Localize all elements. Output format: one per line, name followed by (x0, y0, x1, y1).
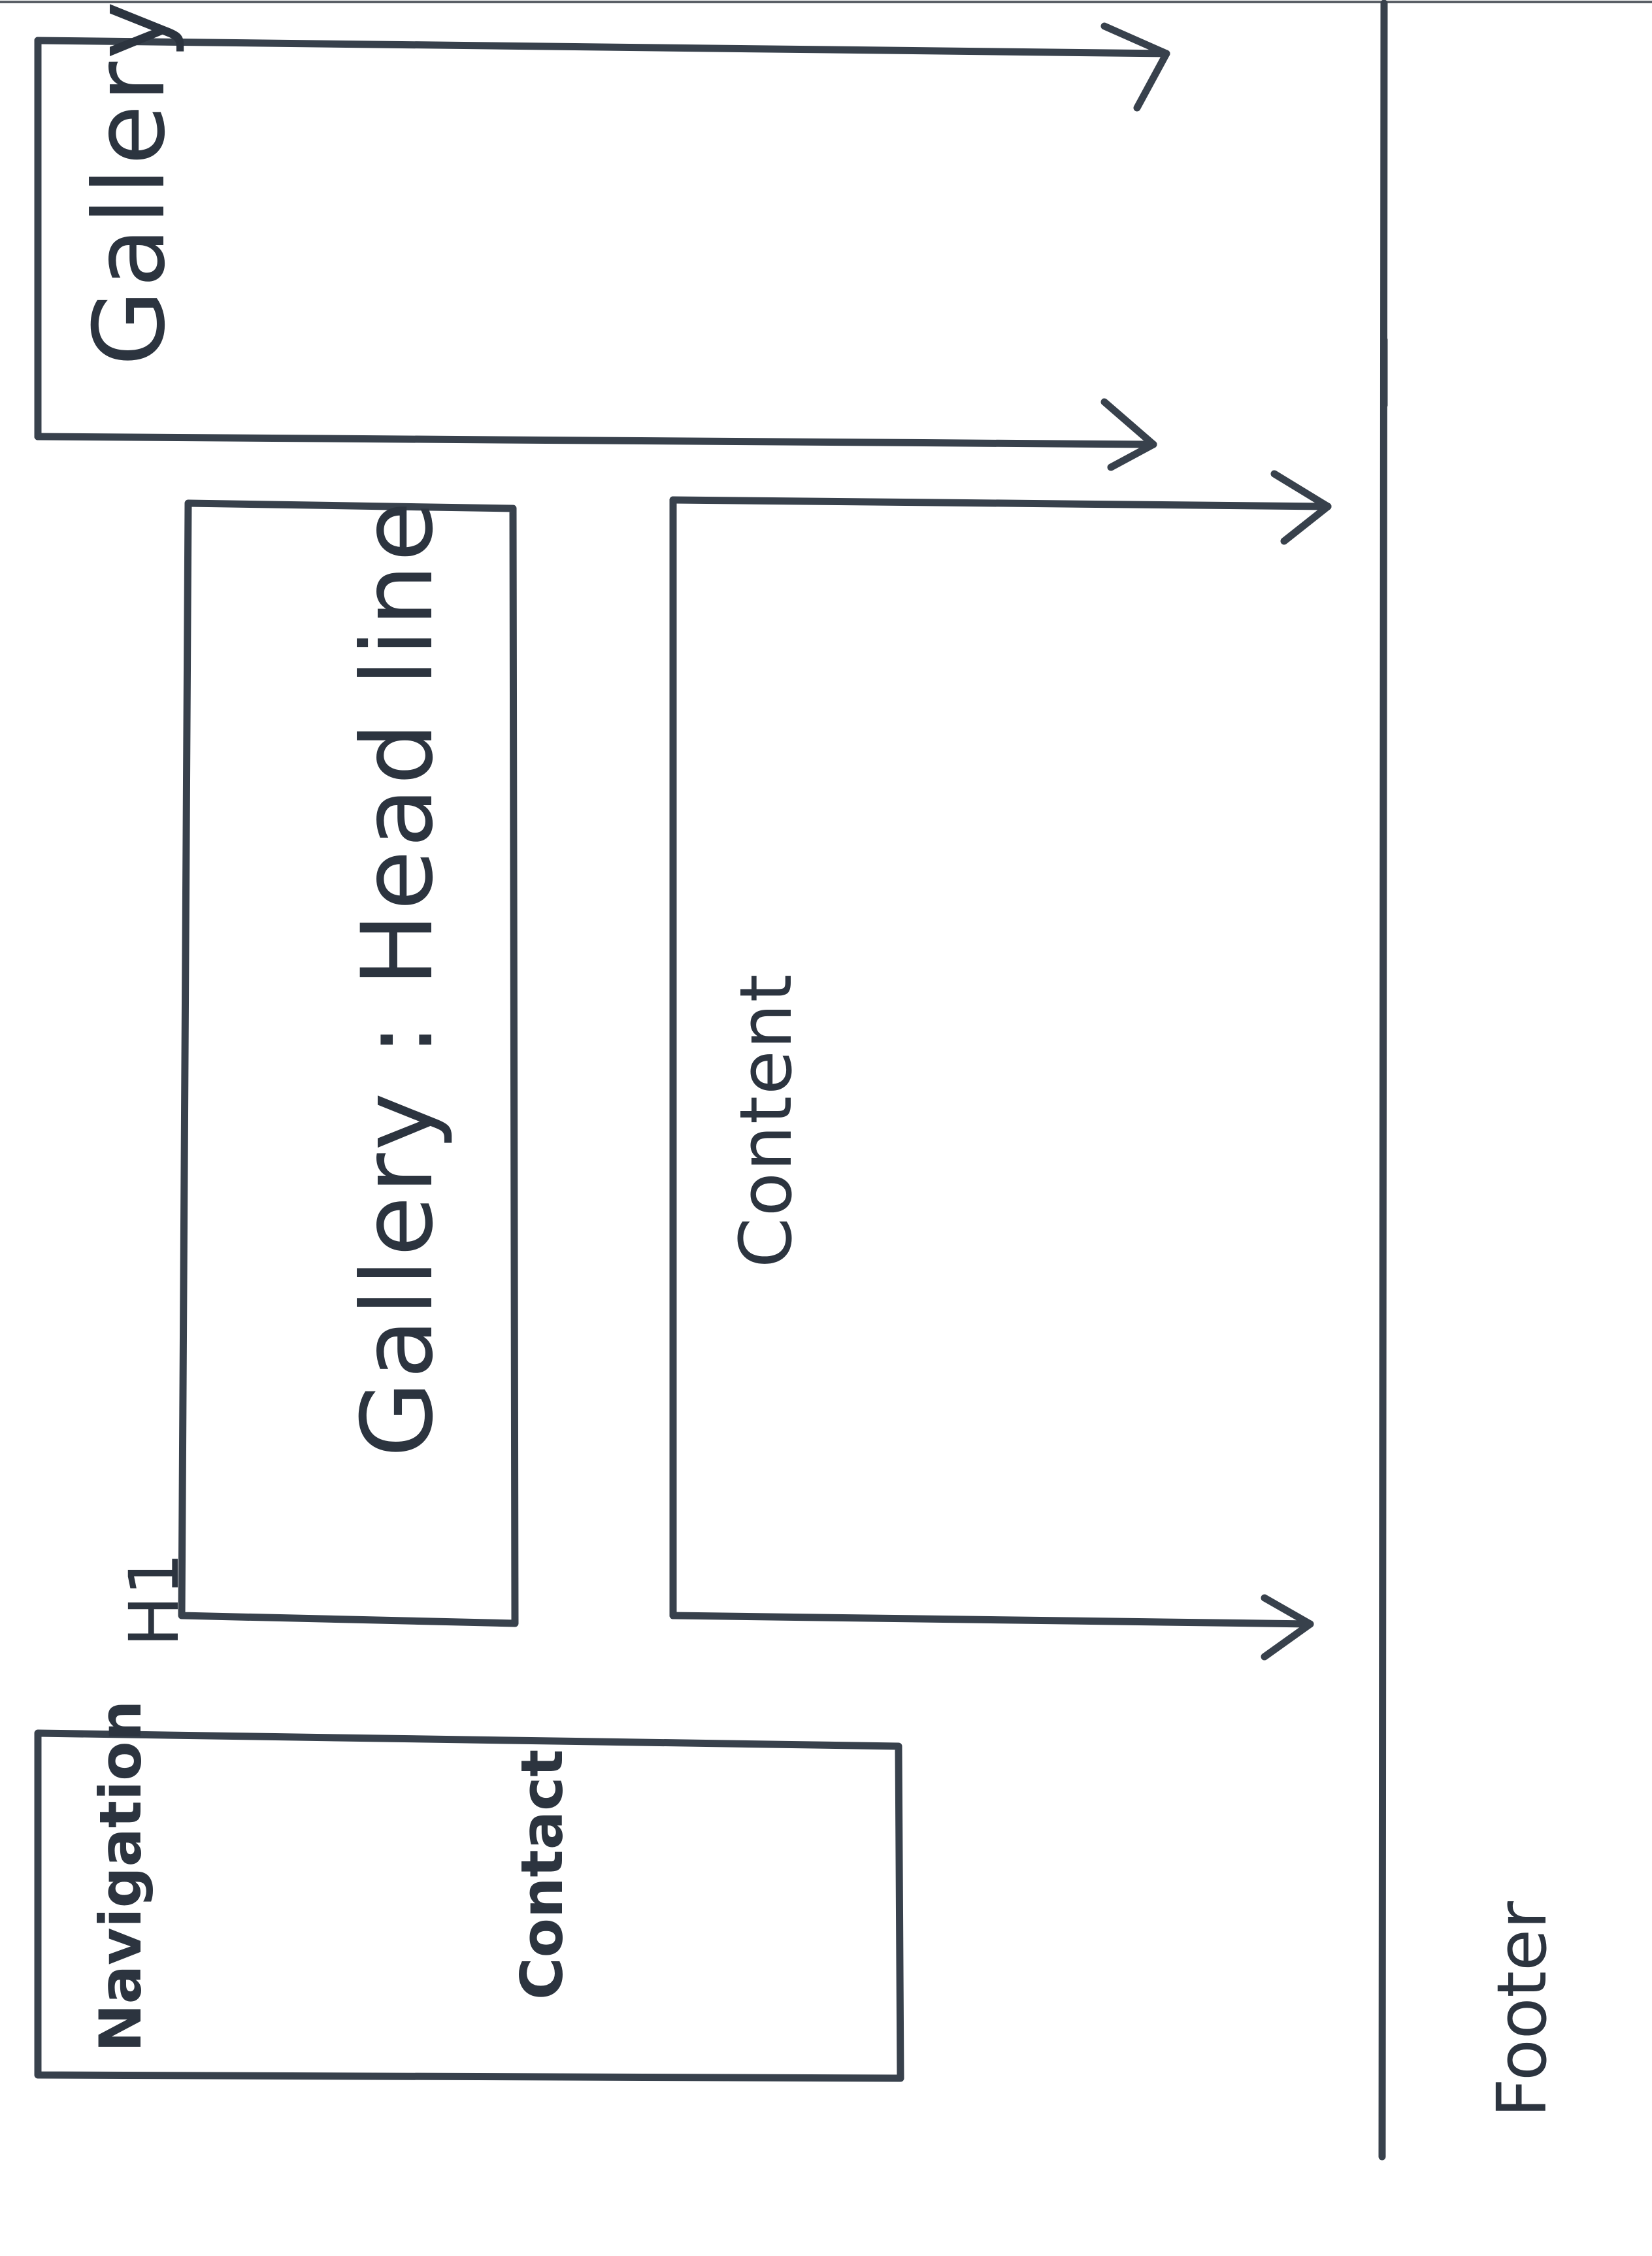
headline-box (178, 499, 519, 1627)
content-top-arrow-line (669, 496, 1332, 510)
content-bottom-arrowhead (1261, 1594, 1314, 1661)
footer-label: Footer (1482, 1901, 1562, 2117)
headline-block: Gallery : Head line H1 (114, 499, 519, 1647)
contact-label: Contact (508, 1750, 576, 2000)
gallery-top-arrow-line (34, 37, 1170, 58)
gallery-label: Gallery (73, 0, 187, 366)
navigation-box (34, 1729, 904, 2082)
gallery-top-arrowhead (1100, 22, 1170, 112)
content-bottom-arrow-line (669, 1612, 1314, 1628)
content-top-arrowhead (1270, 470, 1332, 545)
gallery-bottom-arrowhead (1100, 398, 1157, 471)
footer-divider-line (1378, 0, 1388, 2161)
footer-block: Footer (1378, 0, 1562, 2161)
content-label: Content (724, 973, 808, 1268)
headline-label: Gallery : Head line (341, 499, 455, 1457)
gallery-block: Gallery (34, 0, 1170, 471)
h1-label: H1 (114, 1553, 194, 1647)
navigation-block: Navigation Contact (34, 1700, 904, 2082)
gallery-bottom-arrow-line (34, 433, 1157, 448)
content-block: Content (669, 470, 1332, 1661)
navigation-label: Navigation (87, 1700, 154, 2052)
